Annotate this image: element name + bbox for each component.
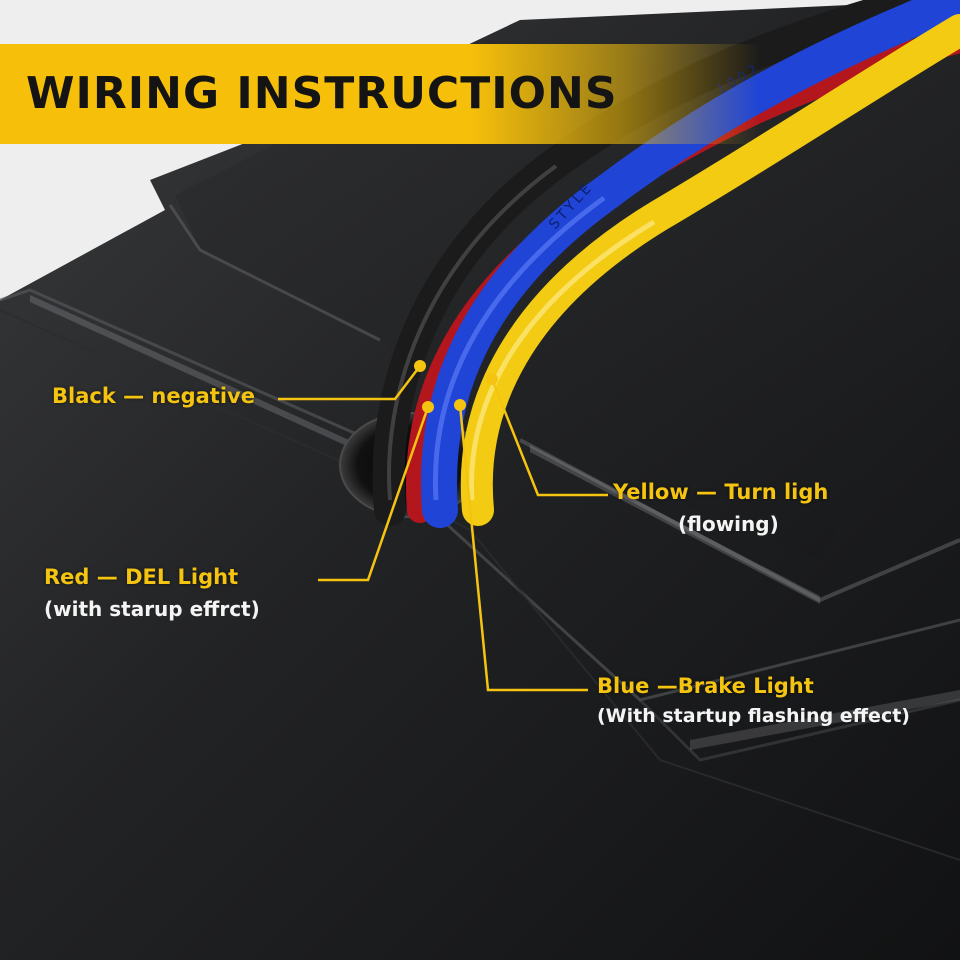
label-blue-note: (With startup flashing effect) (597, 705, 910, 727)
dot-yellow (486, 373, 498, 385)
label-red-note: (with starup effrct) (44, 597, 260, 621)
dot-blue (454, 399, 466, 411)
leader-blue (458, 404, 588, 692)
label-yellow: Yellow — Turn ligh (613, 480, 829, 504)
dot-red (422, 401, 434, 413)
label-yellow-note: (flowing) (678, 512, 779, 536)
leader-black (278, 365, 421, 401)
leader-yellow (490, 378, 608, 497)
blue-wire (421, 0, 960, 528)
label-red: Red — DEL Light (44, 565, 239, 589)
yellow-wire (460, 14, 960, 526)
banner-title: WIRING INSTRUCTIONS (26, 68, 618, 119)
leader-red (318, 406, 430, 582)
label-blue: Blue —Brake Light (597, 674, 814, 698)
title-banner (0, 44, 760, 144)
label-black: Black — negative (52, 384, 255, 408)
dot-black (414, 360, 426, 372)
